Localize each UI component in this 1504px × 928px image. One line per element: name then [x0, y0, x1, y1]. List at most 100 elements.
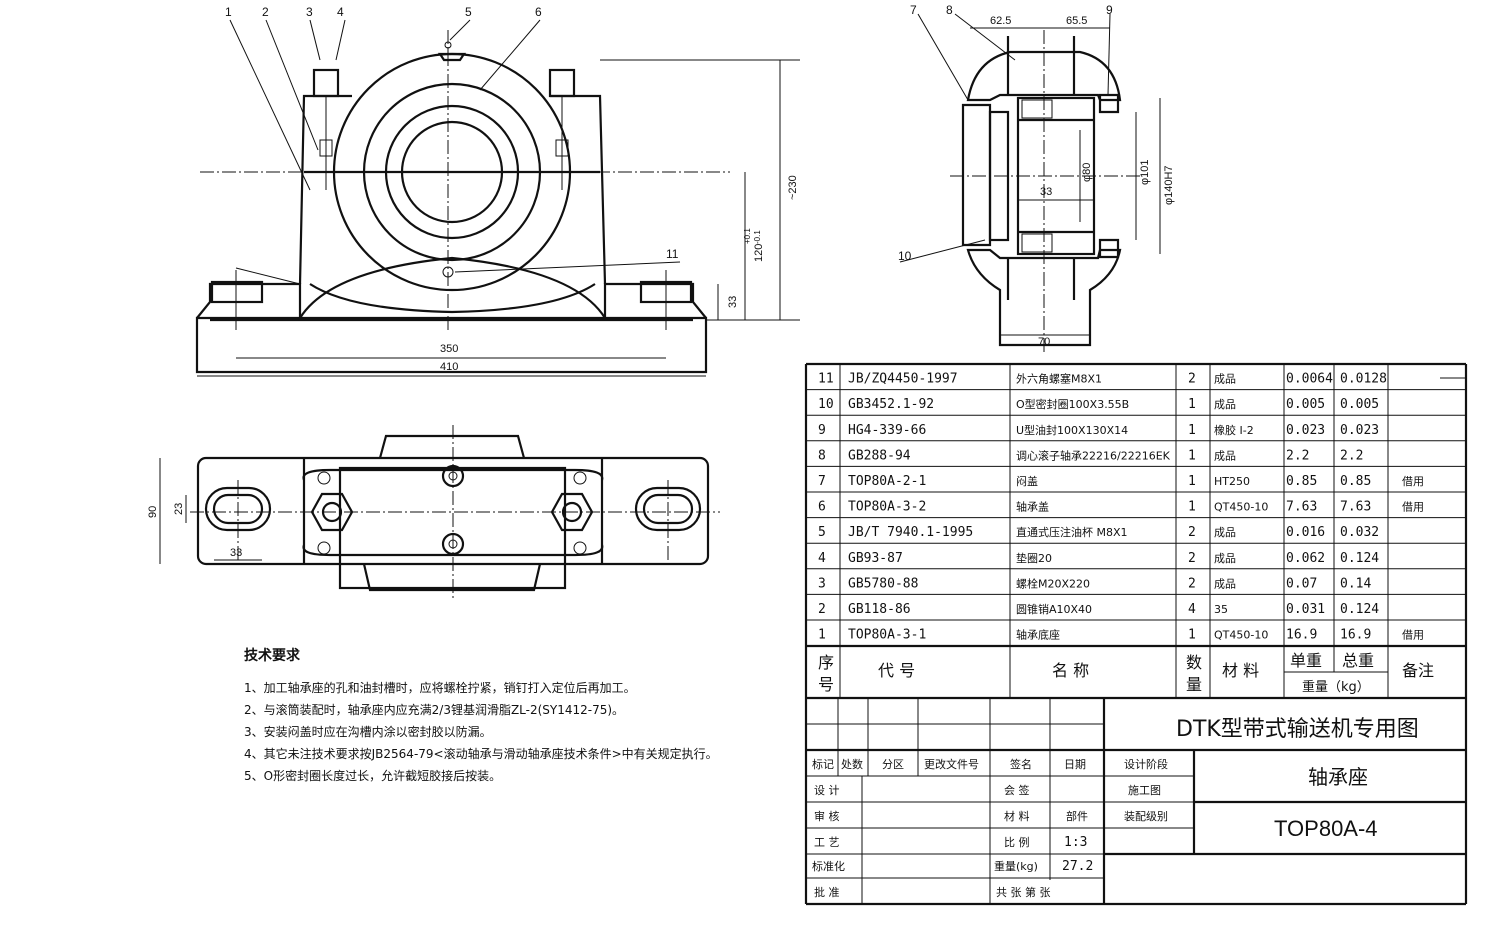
parts-row-11-unit-w: 0.0064: [1286, 372, 1333, 387]
parts-row-10-name: O型密封圈100X3.55B: [1016, 397, 1129, 411]
parts-row-7-unit-w: 0.85: [1286, 474, 1317, 489]
dim-w: 33: [1040, 186, 1052, 198]
countersign: 会 签: [1004, 783, 1030, 797]
hdr-no-2: 号: [818, 675, 834, 694]
parts-row-3-material: 成品: [1214, 577, 1236, 590]
parts-row-4-code: GB93-87: [848, 551, 903, 566]
callout-2: 2: [262, 5, 269, 19]
parts-row-7-qty: 1: [1188, 474, 1196, 489]
tech-requirements: 技术要求 1、加工轴承座的孔和油封槽时，应将螺栓拧紧，销钉打入定位后再加工。 2…: [244, 645, 764, 787]
scale-value: 1:3: [1064, 835, 1087, 850]
tech-requirements-title: 技术要求: [244, 648, 300, 664]
parts-row-6-unit-w: 7.63: [1286, 500, 1317, 515]
parts-row-4-name: 垫圈20: [1016, 551, 1052, 565]
parts-row-5-qty: 2: [1188, 525, 1196, 540]
parts-row-7-name: 闷盖: [1016, 474, 1038, 488]
parts-row-4-no: 4: [818, 551, 826, 566]
rev-mark: 标记: [812, 757, 834, 771]
callout-3: 3: [306, 5, 313, 19]
parts-row-6-material: QT450-10: [1214, 501, 1268, 514]
parts-row-11-material: 成品: [1214, 373, 1236, 386]
design-stage: 设计阶段: [1124, 757, 1168, 771]
parts-row-5-material: 成品: [1214, 526, 1236, 539]
dim-slot: 23: [173, 503, 185, 515]
parts-row-10-no: 10: [818, 397, 834, 412]
callout-1: 1: [225, 5, 232, 19]
parts-row-1-code: TOP80A-3-1: [848, 628, 926, 643]
parts-row-11-total-w: 0.0128: [1340, 372, 1387, 387]
parts-row-2-name: 圆锥销A10X40: [1016, 602, 1092, 616]
role-approve: 批 准: [814, 885, 840, 899]
top-view: 90 23 33: [147, 425, 720, 600]
dim-width: 410: [440, 361, 458, 373]
hdr-note: 备注: [1402, 661, 1434, 680]
parts-row-3-qty: 2: [1188, 576, 1196, 591]
parts-row-3-name: 螺栓M20X220: [1016, 576, 1090, 590]
parts-row-3-code: GB5780-88: [848, 576, 918, 591]
sheets: 共 张 第 张: [996, 885, 1051, 899]
parts-row-11-no: 11: [818, 372, 834, 387]
material-value: 部件: [1066, 809, 1088, 823]
part-name: 轴承座: [1308, 765, 1368, 789]
drawing-number: TOP80A-4: [1274, 816, 1378, 841]
tech-req-2: 2、与滚筒装配时，轴承座内应充满2/3锂基润滑脂ZL-2(SY1412-75)。: [244, 703, 625, 717]
role-standard: 标准化: [812, 859, 845, 873]
callout-11: 11: [666, 247, 679, 261]
parts-row-6-total-w: 7.63: [1340, 500, 1371, 515]
hdr-qty-2: 量: [1186, 675, 1202, 694]
parts-row-6-name: 轴承盖: [1016, 500, 1049, 514]
parts-row-4-unit-w: 0.062: [1286, 551, 1325, 566]
parts-row-8-qty: 1: [1188, 448, 1196, 463]
parts-row-4-total-w: 0.124: [1340, 551, 1379, 566]
parts-row-9-qty: 1: [1188, 423, 1196, 438]
parts-row-10-total-w: 0.005: [1340, 397, 1379, 412]
parts-row-11-name: 外六角螺塞M8X1: [1016, 372, 1102, 386]
parts-row-2-total-w: 0.124: [1340, 602, 1379, 617]
scale-label: 比 例: [1004, 835, 1030, 849]
front-view: 1 2 3 4 5 6 11 350 410 ~230 120 +0.1 -0.…: [195, 5, 800, 377]
callout-5: 5: [465, 5, 472, 19]
parts-row-11-code: JB/ZQ4450-1997: [848, 372, 958, 387]
dim-d2: φ101: [1139, 160, 1151, 186]
parts-row-8-code: GB288-94: [848, 448, 911, 463]
hdr-no-1: 序: [818, 653, 834, 672]
parts-row-4-material: 成品: [1214, 552, 1236, 565]
parts-row-3-total-w: 0.14: [1340, 576, 1371, 591]
callout-10: 10: [898, 249, 912, 263]
parts-row-6-code: TOP80A-3-2: [848, 500, 926, 515]
role-process: 工 艺: [814, 836, 840, 849]
hdr-unit-w: 单重: [1290, 651, 1322, 670]
weight-value: 27.2: [1062, 859, 1093, 874]
hdr-total-w: 总重: [1342, 651, 1374, 670]
parts-row-9-total-w: 0.023: [1340, 423, 1379, 438]
parts-row-1-unit-w: 16.9: [1286, 628, 1317, 643]
callout-9: 9: [1106, 3, 1113, 17]
parts-row-9-unit-w: 0.023: [1286, 423, 1325, 438]
parts-row-5-unit-w: 0.016: [1286, 525, 1325, 540]
parts-row-9-name: U型油封100X130X14: [1016, 423, 1128, 437]
parts-row-6-note: 借用: [1402, 501, 1424, 514]
tech-req-3: 3、安装闷盖时应在沟槽内涂以密封胶以防漏。: [244, 725, 492, 739]
dim-top-height: 90: [147, 506, 159, 518]
role-design: 设 计: [814, 784, 840, 797]
parts-row-5-total-w: 0.032: [1340, 525, 1379, 540]
callout-7: 7: [910, 3, 917, 17]
tech-req-4: 4、其它未注技术要求按JB2564-79<滚动轴承与滑动轴承座技术条件>中有关规…: [244, 747, 718, 761]
callout-4: 4: [337, 5, 344, 19]
parts-row-6-no: 6: [818, 500, 826, 515]
parts-row-9-no: 9: [818, 423, 826, 438]
parts-row-1-name: 轴承底座: [1016, 628, 1060, 642]
parts-row-5-name: 直通式压注油杯 M8X1: [1016, 525, 1128, 539]
parts-row-7-note: 借用: [1402, 475, 1424, 488]
section-view: 7 8 9 10 62.5 65.5 70 φ140H7 φ101 φ80 33: [898, 3, 1175, 355]
parts-row-9-material: 橡胶 I-2: [1214, 423, 1254, 437]
parts-row-5-no: 5: [818, 525, 826, 540]
parts-row-10-material: 成品: [1214, 398, 1236, 411]
parts-row-2-no: 2: [818, 602, 826, 617]
hdr-weight: 重量（kg）: [1302, 679, 1370, 695]
parts-row-2-material: 35: [1214, 603, 1228, 616]
dim-center-tol-upper: +0.1: [743, 228, 752, 244]
parts-row-8-total-w: 2.2: [1340, 448, 1363, 463]
